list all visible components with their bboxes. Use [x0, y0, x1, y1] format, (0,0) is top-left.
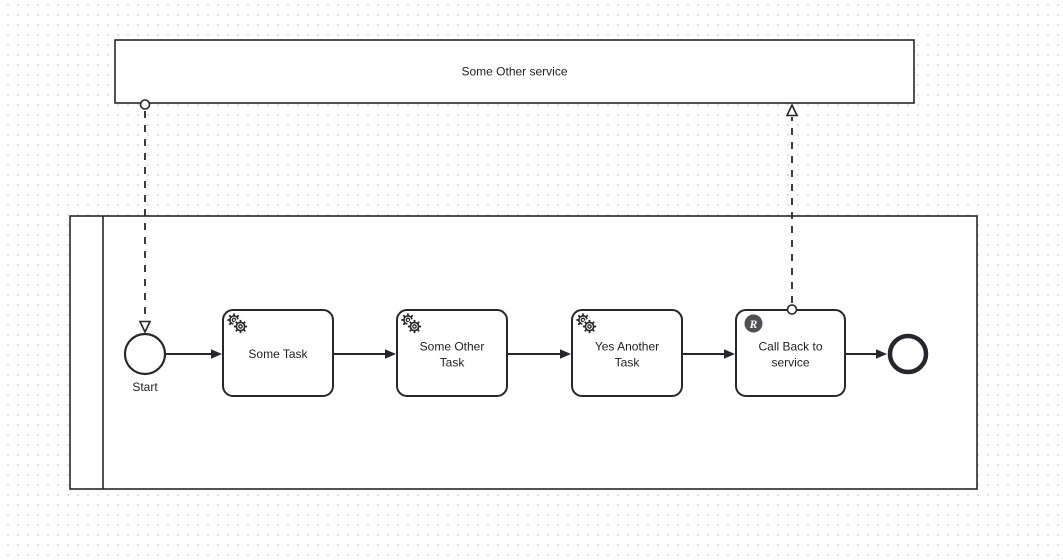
- sequence-flow-start-to-some-task[interactable]: [165, 349, 222, 359]
- task-label: Some Task: [248, 347, 308, 361]
- task-label-line1: Call Back to: [758, 340, 822, 354]
- task-yes-another-task[interactable]: Yes Another Task: [571, 309, 683, 397]
- service-gears-icon: [226, 312, 249, 335]
- end-event[interactable]: [887, 333, 929, 375]
- start-event-label: Start: [132, 380, 158, 394]
- task-label-line1: Some Other: [420, 340, 485, 354]
- task-label-line2: Task: [615, 356, 641, 370]
- sequence-flow-call-back-to-end[interactable]: [845, 349, 887, 359]
- r-connector-letter: R: [749, 319, 758, 331]
- r-connector-icon: R: [744, 314, 763, 333]
- service-gears-icon: [400, 312, 423, 335]
- task-call-back-to-service[interactable]: R Call Back to service: [735, 309, 846, 397]
- task-some-task[interactable]: Some Task: [222, 309, 334, 397]
- task-label-line2: service: [771, 356, 809, 370]
- task-label-line2: Task: [440, 356, 466, 370]
- task-label-line1: Yes Another: [595, 340, 659, 354]
- sequence-flow-some-task-to-some-other-task[interactable]: [333, 349, 396, 359]
- participant-pool-other-service[interactable]: Some Other service: [114, 39, 915, 104]
- pool-label: Some Other service: [461, 65, 567, 79]
- task-some-other-task[interactable]: Some Other Task: [396, 309, 508, 397]
- sequence-flow-some-other-task-to-yes-another-task[interactable]: [507, 349, 571, 359]
- service-gears-icon: [575, 312, 598, 335]
- start-event[interactable]: Start: [123, 332, 167, 394]
- sequence-flow-yes-another-task-to-call-back[interactable]: [682, 349, 735, 359]
- message-flow-call-back-to-pool[interactable]: [785, 103, 799, 315]
- message-flow-pool-to-start[interactable]: [138, 99, 152, 334]
